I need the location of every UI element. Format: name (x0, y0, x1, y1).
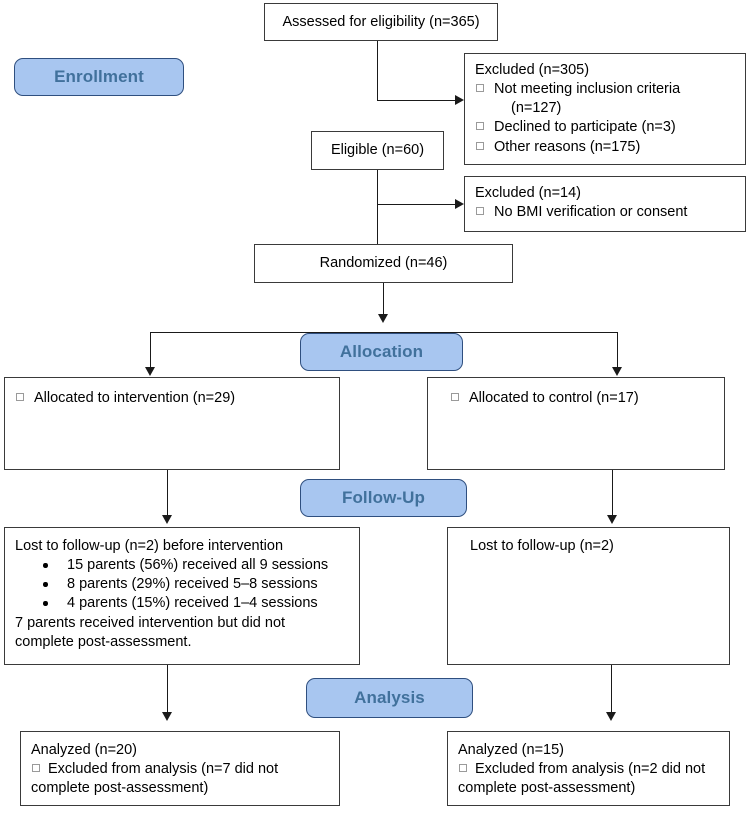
bullet-dot-icon (43, 563, 48, 568)
followup-intervention-bullet-0: 15 parents (56%) received all 9 sessions (15, 556, 349, 575)
arrowhead-to-excluded-2 (455, 199, 464, 209)
node-allocated-control: Allocated to control (n=17) (427, 377, 725, 470)
excluded-1-item-0: Not meeting inclusion criteria (475, 80, 735, 99)
followup-intervention-bullet-2: 4 parents (15%) received 1–4 sessions (15, 594, 349, 613)
connector-assessed-to-eligible (377, 41, 378, 101)
connector-intervention-to-followup (167, 470, 168, 515)
node-randomized-text: Randomized (n=46) (319, 255, 448, 272)
checkbox-square-icon (476, 84, 484, 93)
node-eligible-text: Eligible (n=60) (330, 142, 425, 159)
alloc-intervention-item-0: Allocated to intervention (n=29) (15, 389, 329, 408)
node-assessed-for-eligibility: Assessed for eligibility (n=365) (264, 3, 498, 41)
analyzed-control-excluded-line-1: Excluded from analysis (n=2 did not (475, 761, 706, 778)
node-analyzed-control: Analyzed (n=15) Excluded from analysis (… (447, 731, 730, 806)
excluded-1-heading: Excluded (n=305) (475, 62, 590, 78)
analyzed-intervention-excluded-line-1: Excluded from analysis (n=7 did not (48, 761, 279, 778)
alloc-intervention-item-0-label: Allocated to intervention (n=29) (34, 390, 236, 406)
checkbox-square-icon (16, 393, 24, 401)
arrowhead-allocation-left (145, 367, 155, 376)
followup-intervention-bullet-0-label: 15 parents (56%) received all 9 sessions (67, 557, 329, 574)
stage-label-followup-text: Follow-Up (341, 488, 426, 507)
followup-intervention-footer-line-2: complete post-assessment. (15, 633, 192, 650)
node-followup-intervention: Lost to follow-up (n=2) before intervent… (4, 527, 360, 665)
bullet-dot-icon (43, 601, 48, 606)
analyzed-intervention-excluded: Excluded from analysis (n=7 did not (31, 760, 329, 779)
arrowhead-analysis-left (162, 712, 172, 721)
connector-allocation-left-drop (150, 332, 151, 367)
arrowhead-intervention-followup (162, 515, 172, 524)
connector-followup-control-to-analysis (611, 665, 612, 712)
followup-intervention-heading: Lost to follow-up (n=2) before intervent… (15, 538, 284, 554)
stage-label-followup: Follow-Up (300, 479, 467, 517)
alloc-control-item-0-label: Allocated to control (n=17) (469, 390, 639, 406)
checkbox-square-icon (476, 122, 484, 131)
excluded-1-item-1-label: Declined to participate (n=3) (494, 119, 676, 136)
stage-label-analysis: Analysis (306, 678, 473, 718)
alloc-control-item-0: Allocated to control (n=17) (450, 389, 714, 408)
checkbox-square-icon (32, 764, 40, 773)
node-excluded-second: Excluded (n=14) No BMI verification or c… (464, 176, 746, 232)
bullet-dot-icon (43, 582, 48, 587)
connector-to-excluded-2 (377, 204, 455, 205)
arrowhead-analysis-right (606, 712, 616, 721)
stage-label-allocation-text: Allocation (339, 342, 424, 361)
followup-intervention-bullet-1: 8 parents (29%) received 5–8 sessions (15, 575, 349, 594)
checkbox-square-icon (459, 764, 467, 773)
node-randomized: Randomized (n=46) (254, 244, 513, 283)
node-excluded-first: Excluded (n=305) Not meeting inclusion c… (464, 53, 746, 165)
excluded-2-item-0: No BMI verification or consent (475, 203, 735, 222)
stage-label-analysis-text: Analysis (354, 688, 425, 707)
followup-control-heading: Lost to follow-up (n=2) (470, 538, 614, 554)
connector-to-excluded-1 (377, 100, 455, 101)
stage-label-enrollment-text: Enrollment (54, 67, 144, 86)
excluded-1-item-2: Other reasons (n=175) (475, 138, 735, 157)
arrowhead-allocation-right (612, 367, 622, 376)
excluded-1-item-1: Declined to participate (n=3) (475, 118, 735, 137)
analyzed-control-excluded-line-2: complete post-assessment) (458, 780, 636, 797)
arrowhead-randomized-down (378, 314, 388, 323)
connector-allocation-split-bar (150, 332, 617, 333)
followup-intervention-bullets: 15 parents (56%) received all 9 sessions… (15, 556, 349, 613)
connector-control-to-followup (612, 470, 613, 515)
node-assessed-text: Assessed for eligibility (n=365) (282, 13, 480, 30)
node-analyzed-intervention: Analyzed (n=20) Excluded from analysis (… (20, 731, 340, 806)
excluded-1-item-2-label: Other reasons (n=175) (494, 138, 641, 155)
node-followup-control: Lost to follow-up (n=2) (447, 527, 730, 665)
connector-randomized-down (383, 283, 384, 314)
checkbox-square-icon (476, 141, 484, 150)
arrowhead-control-followup (607, 515, 617, 524)
excluded-2-item-0-label: No BMI verification or consent (494, 204, 688, 221)
connector-eligible-to-randomized (377, 170, 378, 244)
checkbox-square-icon (476, 207, 484, 216)
node-eligible: Eligible (n=60) (311, 131, 444, 170)
excluded-1-item-0-label: Not meeting inclusion criteria (494, 81, 681, 98)
followup-intervention-bullet-1-label: 8 parents (29%) received 5–8 sessions (67, 576, 318, 593)
analyzed-control-heading: Analyzed (n=15) (458, 742, 564, 758)
excluded-2-heading: Excluded (n=14) (475, 185, 581, 201)
analyzed-intervention-heading: Analyzed (n=20) (31, 742, 137, 758)
followup-intervention-footer-line-1: 7 parents received intervention but did … (15, 614, 286, 631)
stage-label-allocation: Allocation (300, 333, 463, 371)
arrowhead-to-excluded-1 (455, 95, 464, 105)
analyzed-control-excluded: Excluded from analysis (n=2 did not (458, 760, 719, 779)
checkbox-square-icon (451, 393, 459, 401)
connector-followup-intervention-to-analysis (167, 665, 168, 712)
excluded-1-item-0-continuation: (n=127) (511, 100, 562, 117)
stage-label-enrollment: Enrollment (14, 58, 184, 96)
followup-intervention-bullet-2-label: 4 parents (15%) received 1–4 sessions (67, 595, 318, 612)
analyzed-intervention-excluded-line-2: complete post-assessment) (31, 780, 209, 797)
node-allocated-intervention: Allocated to intervention (n=29) (4, 377, 340, 470)
connector-allocation-right-drop (617, 332, 618, 367)
